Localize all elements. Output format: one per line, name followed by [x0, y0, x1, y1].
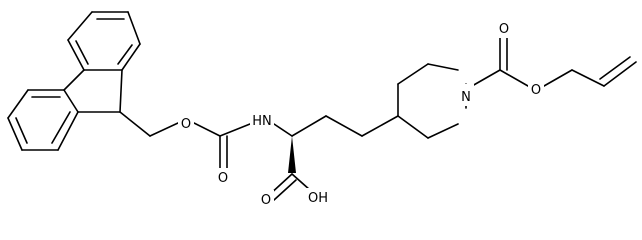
bond: [7, 117, 23, 151]
vinyl-bond: [603, 61, 637, 87]
alloc-group: [471, 37, 637, 87]
amino-acid-backbone: [267, 115, 399, 201]
bond: [63, 69, 85, 91]
fmoc-carbamate: [119, 111, 251, 171]
aromatic-double-bond: [51, 111, 71, 144]
bond: [571, 69, 605, 87]
atom-labels: O HN O O OH N O O: [178, 20, 544, 208]
aromatic-double-bond: [75, 40, 89, 65]
acid-carbonyl-double-bond: [273, 179, 297, 201]
bond: [291, 115, 327, 137]
bond: [149, 122, 179, 137]
bond: [67, 11, 93, 41]
bond: [127, 11, 141, 45]
aromatic-double-bond: [15, 117, 28, 144]
atom-label-o-alloc-ester: O: [531, 83, 541, 98]
fluorene-group: [7, 11, 141, 151]
bond: [471, 69, 501, 87]
atom-label-o-acid-carbonyl: O: [261, 193, 271, 208]
bond: [499, 69, 529, 87]
molecule-structure: O HN O O OH N O O: [7, 11, 637, 208]
bond: [543, 69, 573, 87]
bond: [67, 39, 85, 71]
atom-label-oh: OH: [308, 191, 328, 206]
vinyl-double-bond: [599, 56, 631, 80]
bond: [63, 89, 79, 113]
bond: [193, 122, 221, 137]
atom-label-o-fmoc-carbonyl: O: [218, 171, 228, 186]
piperidine-ring: [397, 63, 467, 139]
bond: [219, 123, 251, 137]
bond: [325, 115, 363, 137]
stereo-wedge-bond: [288, 136, 296, 173]
bond: [119, 69, 123, 113]
bond: [427, 63, 459, 71]
bond: [119, 111, 151, 137]
atom-label-o-alloc-carbonyl: O: [499, 22, 509, 37]
bond: [427, 123, 459, 139]
bond: [291, 173, 311, 191]
bond: [397, 115, 429, 139]
atom-label-nh: HN: [252, 114, 272, 129]
bond: [121, 43, 141, 71]
bond: [361, 115, 399, 137]
bond: [273, 123, 293, 137]
aromatic-double-bond: [117, 44, 133, 65]
bond: [397, 63, 429, 85]
atom-label-o-fmoc-ester: O: [181, 117, 191, 132]
atom-label-n-piperidine: N: [461, 90, 471, 105]
bond: [57, 111, 79, 151]
bond: [7, 89, 29, 119]
structure-canvas: O HN O O OH N O O: [7, 11, 637, 208]
